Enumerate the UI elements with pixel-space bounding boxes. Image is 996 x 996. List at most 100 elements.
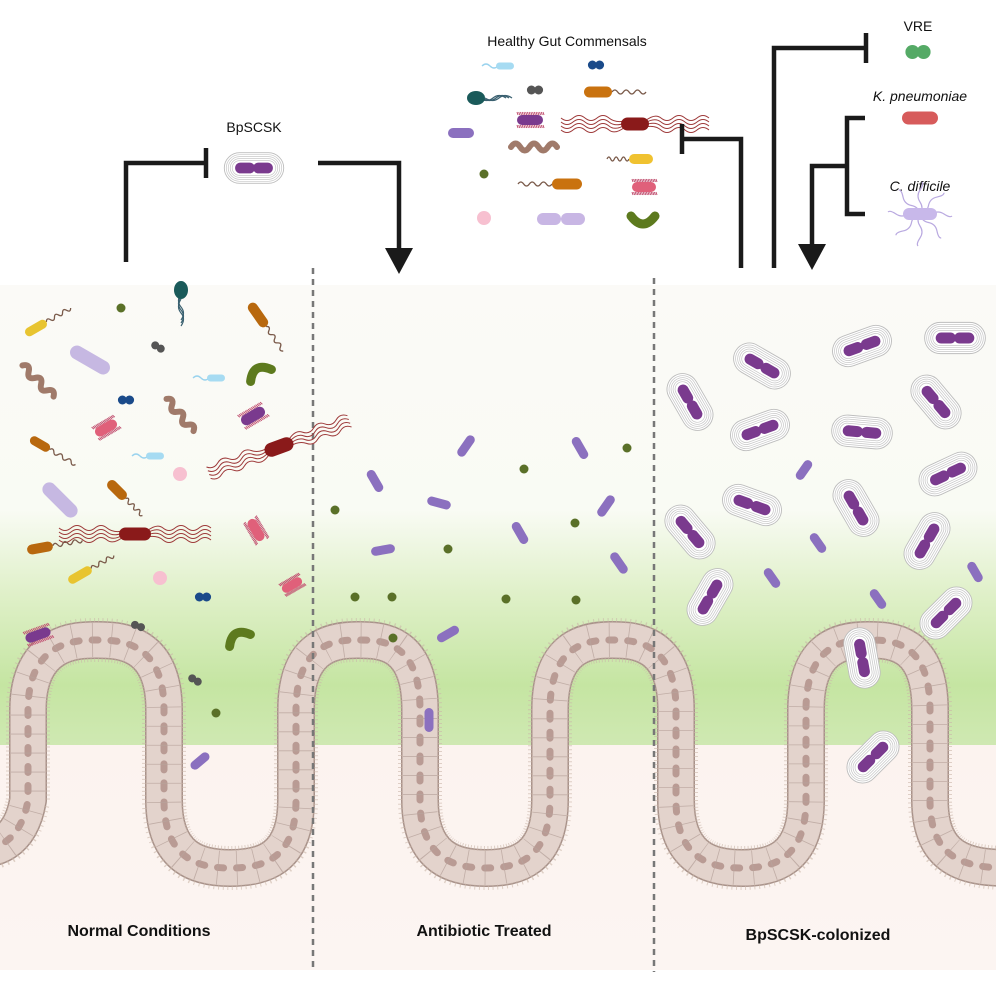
coccus-bacterium-icon — [387, 592, 397, 602]
pilus — [636, 178, 639, 183]
pilus — [25, 630, 29, 634]
bacterium-body — [225, 627, 255, 651]
pilus — [103, 419, 107, 423]
pilus — [296, 573, 300, 577]
capsule-layer — [728, 490, 776, 520]
capsule-layer — [229, 158, 279, 178]
pilus — [652, 191, 655, 196]
panel-title-colonized: BpSCSK-colonized — [746, 927, 891, 944]
capsule-layer — [921, 588, 971, 638]
bacterium-body — [437, 625, 459, 643]
pilus — [266, 536, 270, 540]
pilus — [35, 640, 38, 644]
bacterium-body — [146, 452, 164, 460]
capsule-layer — [227, 156, 281, 180]
bacterium-body — [526, 85, 536, 95]
capsule-icon — [666, 373, 714, 431]
pilus — [27, 643, 30, 647]
pilus — [256, 519, 260, 523]
capsule-icon — [924, 321, 986, 355]
capsule-layer — [920, 453, 976, 495]
pilus — [649, 178, 652, 183]
capsule-layer — [925, 592, 967, 634]
capsule-layer — [833, 416, 891, 448]
bacterium-body — [697, 595, 714, 615]
healthy-commensals-label: Healthy Gut Commensals — [487, 33, 647, 49]
pilus — [634, 178, 637, 183]
flagellum — [611, 89, 647, 95]
arrowhead-icon — [385, 248, 413, 274]
capsule-icon — [903, 512, 951, 570]
pilus — [249, 532, 253, 536]
pilus — [260, 524, 263, 529]
pilus — [29, 629, 32, 633]
coccus-bacterium-icon — [443, 544, 453, 554]
flagellum — [206, 447, 268, 469]
pilus — [102, 420, 106, 424]
pilus — [253, 421, 257, 425]
capsule-layer — [914, 378, 958, 426]
pilus — [299, 585, 303, 589]
flagellum — [644, 115, 710, 122]
pilus — [105, 418, 109, 422]
pilus — [279, 582, 283, 586]
pilus — [43, 623, 47, 628]
capsule-layer — [911, 520, 943, 562]
bacterium-body — [686, 400, 703, 420]
pilus — [645, 191, 648, 196]
pilus — [243, 521, 247, 525]
bacterium-body — [843, 490, 860, 510]
pilus — [518, 111, 521, 116]
flagellum — [146, 535, 212, 543]
flagellum — [146, 529, 212, 535]
peritrichous-bacterium-icon — [58, 525, 212, 543]
bacterium-body — [857, 657, 870, 678]
capsule-layer — [741, 350, 783, 382]
pilus — [641, 191, 644, 196]
pilus — [300, 584, 304, 588]
capsule-layer — [670, 510, 710, 554]
pilus — [41, 638, 45, 642]
pilus — [288, 577, 292, 581]
pilus — [530, 111, 533, 116]
bacterium-body — [117, 395, 127, 405]
bpscsk-label: BpSCSK — [226, 119, 282, 135]
pathogen-arrowhead-icon — [798, 244, 826, 270]
capsule-layer — [834, 481, 878, 535]
bacterium-body — [25, 627, 51, 643]
pilus — [302, 583, 306, 587]
pilus — [264, 533, 268, 537]
pilus — [264, 531, 267, 535]
pilus — [47, 622, 50, 626]
bacterium-body — [741, 426, 762, 441]
pilus — [639, 178, 642, 183]
pilus — [539, 124, 542, 129]
bacterium-body — [202, 592, 212, 602]
rod-bacterium-icon — [371, 544, 395, 556]
pilus — [289, 577, 293, 580]
pilus — [528, 111, 531, 116]
bacterium-body — [194, 592, 204, 602]
capsule-layer — [840, 333, 884, 359]
flagellum — [90, 555, 115, 569]
rod-bacterium-icon — [427, 496, 451, 510]
pilus — [260, 526, 264, 530]
bacterium-body — [954, 332, 975, 344]
pilus — [290, 590, 294, 594]
bacterium-body — [264, 437, 294, 457]
flagellum — [58, 536, 124, 543]
bacterium-body — [929, 470, 950, 486]
pilus — [639, 191, 642, 196]
pilus — [255, 516, 259, 520]
pilus — [533, 124, 536, 129]
bacterium-body — [42, 482, 78, 518]
pilus — [103, 434, 107, 438]
pilus — [266, 413, 270, 417]
pilus — [107, 417, 111, 420]
flagellum — [131, 453, 149, 459]
pilus — [37, 626, 41, 630]
bpscsk-colonized-microbiota — [664, 321, 986, 784]
pilus — [30, 628, 34, 632]
bacterium-body — [561, 213, 585, 225]
